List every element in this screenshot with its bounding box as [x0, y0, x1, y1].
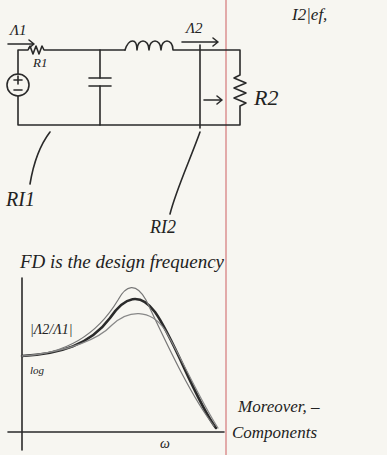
leader-line — [30, 132, 50, 184]
capacitor-symbol — [89, 50, 111, 125]
note-text: Components — [232, 424, 317, 443]
inductor-and-load — [18, 41, 246, 125]
resistor-label: R1 — [33, 56, 47, 70]
axis-label: ω — [160, 436, 170, 451]
impedance-label: RI1 — [6, 188, 35, 210]
note-text: FD is the design frequency — [20, 252, 224, 273]
current-arrow — [8, 40, 34, 48]
port-arrow — [204, 96, 222, 104]
axis-label: |Λ2/Λ1| — [30, 322, 73, 337]
current-label: Λ1 — [10, 22, 27, 39]
resistor-symbol — [18, 46, 125, 74]
impedance-label: RI2 — [150, 218, 176, 238]
x-axis — [8, 431, 224, 433]
note-text: I2|ef, — [292, 6, 327, 25]
margin-line — [225, 0, 226, 455]
response-curve — [22, 299, 216, 428]
voltage-source — [7, 74, 29, 96]
port-line — [199, 45, 201, 128]
leader-line — [170, 132, 200, 214]
response-curve — [22, 288, 214, 426]
current-label: Λ2 — [186, 20, 203, 37]
note-text: Moreover, – — [238, 398, 320, 417]
resistor-label: R2 — [254, 86, 278, 110]
y-axis — [21, 278, 23, 450]
current-arrow — [182, 38, 218, 46]
response-curve — [22, 314, 218, 428]
axis-label: log — [30, 364, 44, 376]
